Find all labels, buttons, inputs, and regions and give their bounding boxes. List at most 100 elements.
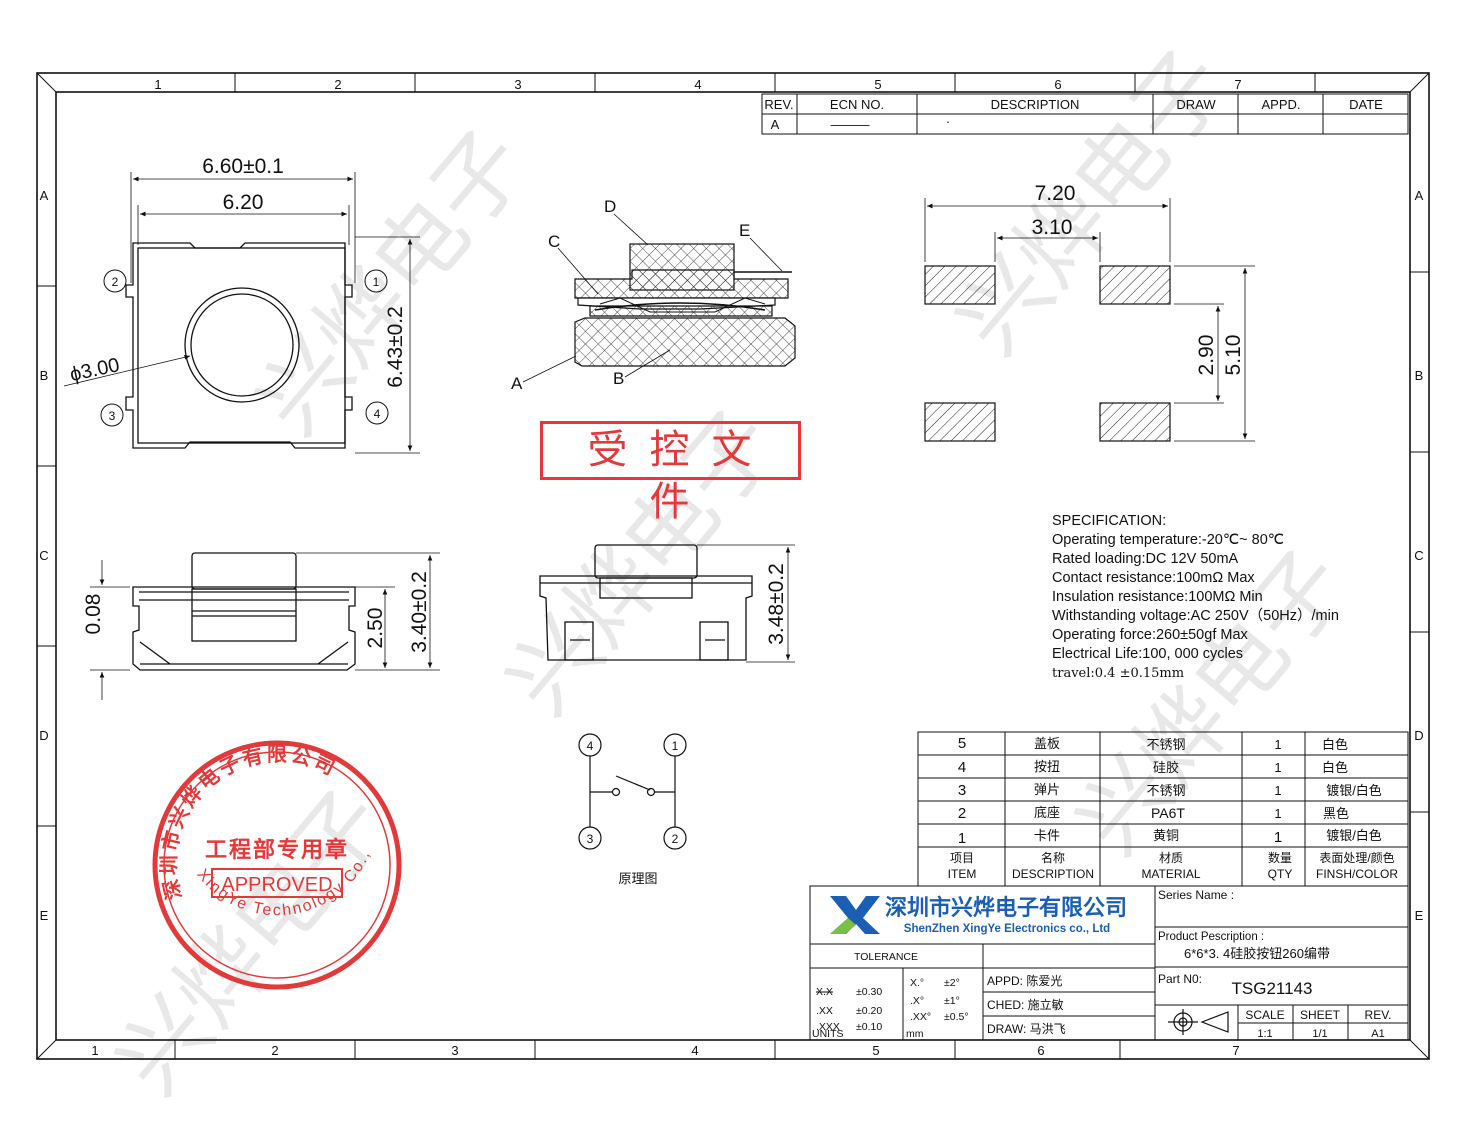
section-callouts: D C E A B — [511, 197, 750, 393]
svg-text:6*6*3. 4硅胶按钮260编带: 6*6*3. 4硅胶按钮260编带 — [1184, 946, 1330, 961]
svg-text:1: 1 — [1274, 783, 1281, 798]
spec-line: Operating force:260±50gf Max — [1052, 627, 1248, 643]
switch-schematic — [578, 733, 687, 850]
svg-text:数量: 数量 — [1268, 850, 1292, 865]
svg-text:2: 2 — [958, 805, 966, 822]
svg-text:1: 1 — [1274, 829, 1282, 846]
svg-text:表面处理/颜色: 表面处理/颜色 — [1319, 850, 1394, 865]
svg-text:E: E — [40, 908, 49, 923]
svg-text:D: D — [1414, 728, 1423, 743]
svg-text:.XX: .XX — [816, 1005, 833, 1017]
svg-text:APPROVED: APPROVED — [221, 874, 332, 896]
svg-text:C: C — [39, 548, 48, 563]
spec-line: Operating temperature:-20℃~ 80℃ — [1052, 532, 1285, 548]
spec-line: Electrical Life:100, 000 cycles — [1052, 646, 1244, 662]
svg-text:QTY: QTY — [1268, 867, 1293, 881]
svg-text:3.10: 3.10 — [1032, 216, 1073, 239]
svg-text:4: 4 — [587, 739, 594, 753]
svg-text:.XX°: .XX° — [910, 1011, 931, 1023]
svg-text:B: B — [613, 369, 624, 388]
svg-text:项目: 项目 — [950, 851, 974, 865]
svg-text:兴烨电子: 兴烨电子 — [99, 773, 407, 1113]
svg-text:TSG21143: TSG21143 — [1232, 979, 1313, 998]
svg-text:黄铜: 黄铜 — [1153, 828, 1179, 843]
svg-text:4: 4 — [374, 407, 381, 421]
revision-table-text: REV. ECN NO. DESCRIPTION DRAW APPD. DATE… — [764, 97, 1383, 132]
svg-text:1: 1 — [672, 739, 679, 753]
svg-text:兴烨电子: 兴烨电子 — [239, 113, 547, 453]
svg-text:MATERIAL: MATERIAL — [1141, 867, 1200, 881]
svg-text:A1: A1 — [1371, 1028, 1384, 1040]
svg-text:DRAW: DRAW — [1176, 97, 1216, 112]
svg-text:ITEM: ITEM — [948, 867, 977, 881]
svg-text:4: 4 — [691, 1043, 698, 1058]
svg-text:白色: 白色 — [1322, 737, 1348, 752]
side-view — [90, 552, 440, 700]
svg-text:1: 1 — [154, 77, 161, 92]
svg-text:黑色: 黑色 — [1323, 806, 1349, 821]
svg-text:不锈钢: 不锈钢 — [1146, 783, 1185, 798]
svg-text:6: 6 — [1037, 1043, 1044, 1058]
pcb-layout — [924, 198, 1255, 442]
svg-text:2: 2 — [112, 275, 119, 289]
top-view-labels: 6.60±0.1 6.20 6.43±0.2 ϕ3.00 2 1 3 4 — [68, 155, 407, 423]
svg-text:±0.5°: ±0.5° — [944, 1011, 969, 1023]
svg-text:1: 1 — [373, 275, 380, 289]
svg-text:DESCRIPTION: DESCRIPTION — [1012, 867, 1094, 881]
svg-text:B: B — [40, 368, 49, 383]
svg-text:名称: 名称 — [1041, 850, 1065, 865]
svg-text:±0.30: ±0.30 — [856, 986, 882, 998]
svg-text:材质: 材质 — [1159, 851, 1183, 865]
svg-text:2.50: 2.50 — [364, 608, 387, 649]
svg-text:±0.10: ±0.10 — [856, 1021, 882, 1033]
svg-text:ECN NO.: ECN NO. — [830, 97, 884, 112]
svg-text:3: 3 — [109, 409, 116, 423]
svg-text:B: B — [1415, 368, 1424, 383]
spec-line: Contact resistance:100mΩ Max — [1052, 570, 1255, 586]
revision-table — [761, 93, 1409, 135]
svg-text:CHED: 施立敏: CHED: 施立敏 — [987, 997, 1064, 1012]
svg-text:镀银/白色: 镀银/白色 — [1326, 828, 1382, 843]
svg-text:±0.20: ±0.20 — [856, 1005, 882, 1017]
svg-text:2: 2 — [271, 1043, 278, 1058]
spec-line: travel:0.4 ±0.15mm — [1052, 666, 1185, 681]
approval-seal: 深圳市兴烨电子有限公司 XingYe Technology Co.,Ltd 工程… — [0, 0, 402, 990]
title-block — [809, 885, 1409, 1041]
svg-text:DATE: DATE — [1349, 97, 1383, 112]
svg-text:.XXX: .XXX — [816, 1021, 840, 1033]
svg-text:C: C — [548, 232, 560, 251]
svg-text:.X°: .X° — [910, 995, 924, 1007]
svg-text:UNITS: UNITS — [812, 1028, 844, 1040]
svg-text:弹片: 弹片 — [1034, 782, 1060, 797]
svg-text:0.08: 0.08 — [82, 594, 105, 635]
svg-text:盖板: 盖板 — [1034, 736, 1060, 751]
front-view-dim: 3.48±0.2 — [765, 563, 788, 645]
svg-text:镀银/白色: 镀银/白色 — [1326, 783, 1382, 798]
svg-text:ϕ3.00: ϕ3.00 — [68, 354, 122, 386]
svg-text:APPD: 陈爱光: APPD: 陈爱光 — [987, 973, 1062, 988]
company-name-cn: 深圳市兴烨电子有限公司 — [885, 895, 1127, 920]
projection-symbol-icon — [1168, 1009, 1229, 1035]
svg-text:X.°: X.° — [910, 977, 924, 989]
svg-text:A: A — [40, 188, 49, 203]
svg-text:±2°: ±2° — [944, 977, 960, 989]
title-block-text: TOLERANCE X.X ±0.30 .XX ±0.20 .XXX ±0.10… — [812, 888, 1391, 1040]
svg-text:DESCRIPTION: DESCRIPTION — [991, 97, 1080, 112]
company-logo — [830, 896, 880, 934]
svg-text:3.40±0.2: 3.40±0.2 — [408, 571, 431, 653]
svg-text:REV.: REV. — [764, 97, 793, 112]
svg-text:2: 2 — [334, 77, 341, 92]
svg-text:Part N0:: Part N0: — [1158, 972, 1202, 986]
section-view — [522, 213, 796, 383]
svg-text:SCALE: SCALE — [1245, 1008, 1284, 1022]
company-name-en: ShenZhen XingYe Electronics co., Ltd — [904, 923, 1110, 935]
side-view-labels: 0.08 2.50 3.40±0.2 — [82, 571, 431, 653]
svg-text:5: 5 — [872, 1043, 879, 1058]
svg-text:6.60±0.1: 6.60±0.1 — [202, 155, 284, 178]
